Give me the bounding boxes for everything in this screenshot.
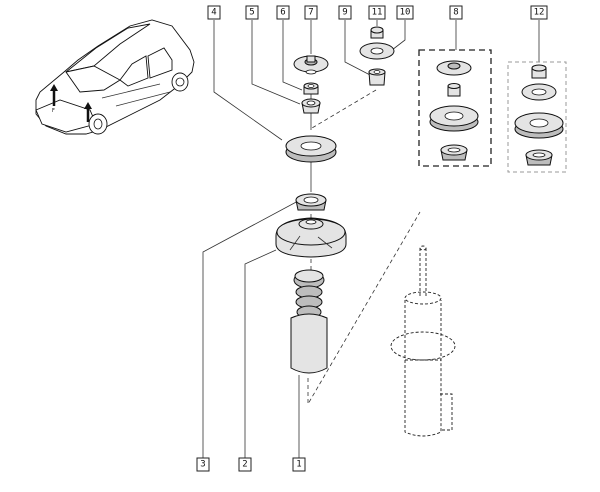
shock-absorber-reference — [390, 245, 456, 437]
front-marker: F — [52, 108, 55, 114]
callout-6-text: 6 — [280, 8, 285, 18]
callout-11[interactable]: 11 — [368, 5, 386, 20]
part-2-spring-seat — [275, 217, 347, 258]
lift-arrow-front-left-icon — [50, 84, 58, 106]
callout-4[interactable]: 4 — [207, 5, 221, 20]
callout-8[interactable]: 8 — [449, 5, 463, 20]
callout-1[interactable]: 1 — [292, 457, 306, 472]
part-3-bearing — [295, 193, 327, 211]
callout-5-text: 5 — [249, 8, 254, 18]
callout-1-text: 1 — [296, 460, 301, 470]
callout-3[interactable]: 3 — [196, 457, 210, 472]
part-7-top-mount-plate — [293, 55, 329, 75]
part-5-bush — [301, 98, 321, 114]
part-6-nut — [303, 82, 319, 95]
kit-8-group — [418, 49, 492, 167]
part-4-rubber-mount — [285, 135, 337, 163]
lift-arrow-front-right-icon — [84, 102, 92, 122]
callout-7[interactable]: 7 — [304, 5, 318, 20]
callout-9[interactable]: 9 — [338, 5, 352, 20]
callout-7-text: 7 — [308, 8, 313, 18]
part-9-spacer — [368, 68, 386, 86]
callout-10[interactable]: 10 — [396, 5, 414, 20]
callout-12[interactable]: 12 — [530, 5, 548, 20]
leader-lines — [202, 20, 540, 458]
callout-2[interactable]: 2 — [238, 457, 252, 472]
part-11-nut — [370, 26, 384, 39]
part-1-bump-stop-gaiter — [290, 269, 328, 374]
callout-12-text: 12 — [534, 8, 545, 18]
callout-4-text: 4 — [211, 8, 216, 18]
callout-2-text: 2 — [242, 460, 247, 470]
callout-9-text: 9 — [342, 8, 347, 18]
part-10-washer — [359, 42, 395, 60]
callout-8-text: 8 — [453, 8, 458, 18]
callout-3-text: 3 — [200, 460, 205, 470]
kit-12-group — [507, 61, 567, 173]
callout-10-text: 10 — [400, 8, 411, 18]
callout-6[interactable]: 6 — [276, 5, 290, 20]
callout-5[interactable]: 5 — [245, 5, 259, 20]
vehicle-thumbnail: F — [35, 19, 195, 135]
callout-11-text: 11 — [372, 8, 383, 18]
